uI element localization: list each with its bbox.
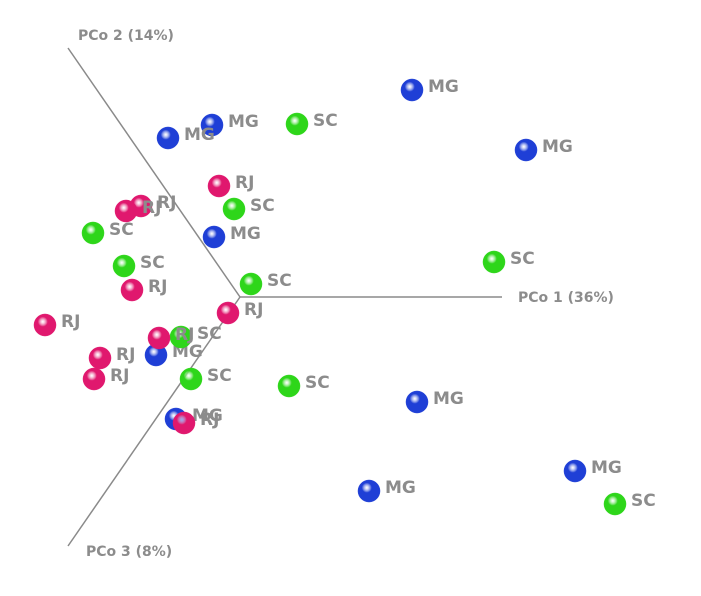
axes: PCo 1 (36%) PCo 2 (14%) PCo 3 (8%) — [67, 28, 614, 560]
point-rj: RJ — [33, 312, 80, 337]
point-sc: SC — [222, 196, 275, 221]
point-marker — [172, 411, 196, 435]
point-marker — [277, 374, 301, 398]
point-marker — [400, 78, 424, 102]
point-marker — [112, 254, 136, 278]
point-label: MG — [192, 406, 223, 426]
point-marker — [405, 390, 429, 414]
point-marker — [603, 492, 627, 516]
point-label: SC — [313, 111, 338, 131]
point-marker — [200, 113, 224, 137]
point-rj: RJ — [120, 277, 167, 302]
point-sc: SC — [239, 271, 292, 296]
axis-pco2-label: PCo 2 (14%) — [78, 28, 174, 44]
point-label: MG — [230, 224, 261, 244]
point-label: RJ — [157, 193, 176, 213]
point-label: MG — [433, 389, 464, 409]
point-marker — [216, 301, 240, 325]
axis-pco3-label: PCo 3 (8%) — [86, 544, 172, 560]
point-sc: SC — [112, 253, 165, 278]
point-label: MG — [591, 458, 622, 478]
point-marker — [202, 225, 226, 249]
point-label: SC — [631, 491, 656, 511]
point-label: RJ — [200, 410, 219, 430]
point-rj: RJ — [207, 173, 254, 198]
point-mg: MG — [514, 137, 573, 162]
point-label: MG — [542, 137, 573, 157]
point-marker — [147, 326, 171, 350]
point-marker — [156, 126, 180, 150]
point-label: SC — [140, 253, 165, 273]
point-label: MG — [184, 125, 215, 145]
point-label: SC — [510, 249, 535, 269]
point-label: SC — [305, 373, 330, 393]
point-sc: SC — [179, 366, 232, 391]
point-label: RJ — [244, 300, 263, 320]
point-sc: SC — [603, 491, 656, 516]
point-rj: RJ — [216, 300, 263, 325]
point-mg: MG — [400, 77, 459, 102]
point-label: RJ — [175, 325, 194, 345]
point-marker — [33, 313, 57, 337]
axis-pco1-label: PCo 1 (36%) — [518, 290, 614, 306]
point-sc: SC — [285, 111, 338, 136]
point-label: RJ — [110, 366, 129, 386]
point-label: MG — [428, 77, 459, 97]
point-marker — [357, 479, 381, 503]
axis-pco3-line — [67, 296, 241, 547]
point-mg: MG — [357, 478, 416, 503]
point-label: SC — [207, 366, 232, 386]
point-marker — [222, 197, 246, 221]
point-label: SC — [250, 196, 275, 216]
point-marker — [81, 221, 105, 245]
point-marker — [239, 272, 263, 296]
point-label: RJ — [142, 198, 161, 218]
point-label: SC — [197, 324, 222, 344]
point-mg: MG — [202, 224, 261, 249]
point-marker — [179, 367, 203, 391]
point-rj: RJ — [88, 345, 135, 370]
point-rj: RJ — [172, 410, 219, 435]
point-mg: MG — [563, 458, 622, 483]
point-marker — [88, 346, 112, 370]
point-sc: SC — [482, 249, 535, 274]
point-label: MG — [228, 112, 259, 132]
point-marker — [514, 138, 538, 162]
point-label: SC — [267, 271, 292, 291]
point-marker — [563, 459, 587, 483]
point-rj: RJ — [114, 198, 161, 223]
point-mg: MG — [200, 112, 259, 137]
point-rj: RJ — [82, 366, 129, 391]
point-marker — [207, 174, 231, 198]
axis-pco2-line — [67, 47, 241, 298]
point-label: RJ — [116, 345, 135, 365]
point-marker — [285, 112, 309, 136]
point-sc: SC — [169, 324, 222, 349]
point-sc: SC — [81, 220, 134, 245]
point-label: MG — [385, 478, 416, 498]
point-label: RJ — [235, 173, 254, 193]
point-sc: SC — [277, 373, 330, 398]
point-label: SC — [109, 220, 134, 240]
point-marker — [114, 199, 138, 223]
point-label: RJ — [148, 277, 167, 297]
point-marker — [482, 250, 506, 274]
point-mg: MG — [405, 389, 464, 414]
point-mg: MG — [156, 125, 215, 150]
point-marker — [120, 278, 144, 302]
point-label: RJ — [61, 312, 80, 332]
point-rj: RJ — [147, 325, 194, 350]
point-marker — [82, 367, 106, 391]
